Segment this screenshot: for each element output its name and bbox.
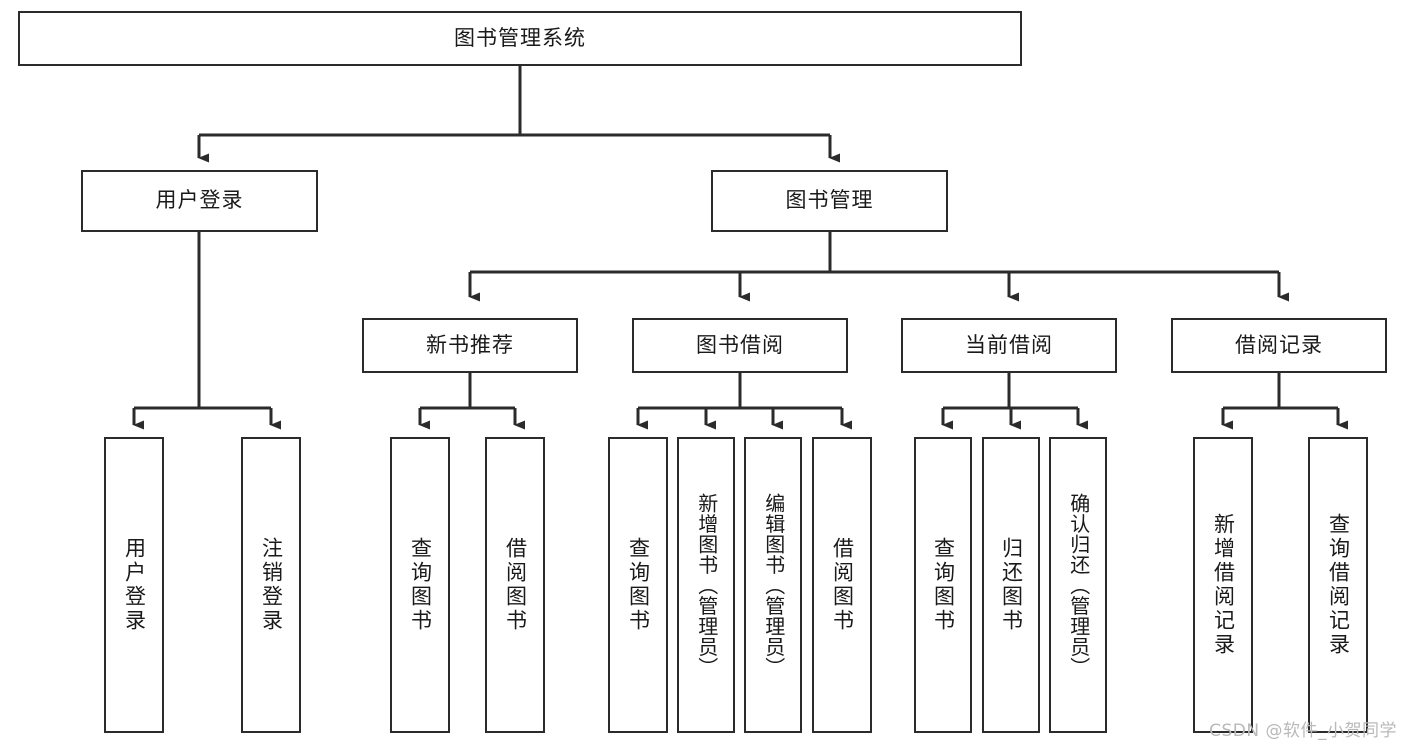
node-borrow-record[interactable]: 借阅记录 [1171,318,1387,373]
leaf-book-borrow-borrow[interactable]: 借阅图书 [812,437,872,733]
node-book-management-label: 图书管理 [785,188,874,213]
leaf-label: 用户登录 [122,537,147,633]
leaf-current-borrow-query[interactable]: 查询图书 [914,437,972,733]
leaf-new-book-borrow[interactable]: 借阅图书 [485,437,545,733]
node-new-book-recommend[interactable]: 新书推荐 [362,318,578,373]
node-user-login-label: 用户登录 [155,188,244,213]
leaf-borrow-record-query[interactable]: 查询借阅记录 [1308,437,1368,733]
node-user-login[interactable]: 用户登录 [81,170,318,232]
node-current-borrow-label: 当前借阅 [965,332,1053,357]
leaf-label: 编辑图书（管理员） [761,492,786,678]
leaf-current-borrow-return[interactable]: 归还图书 [982,437,1040,733]
leaf-book-borrow-query[interactable]: 查询图书 [608,437,668,733]
leaf-label: 归还图书 [999,537,1024,633]
leaf-label: 查询图书 [931,537,956,633]
leaf-book-borrow-add-admin[interactable]: 新增图书（管理员） [677,437,735,733]
leaf-new-book-query[interactable]: 查询图书 [390,437,450,733]
leaf-user-login-login[interactable]: 用户登录 [104,437,164,733]
node-new-book-recommend-label: 新书推荐 [426,332,514,357]
node-book-borrow[interactable]: 图书借阅 [632,318,848,373]
leaf-label: 新增借阅记录 [1211,513,1236,657]
node-root[interactable]: 图书管理系统 [18,11,1022,66]
leaf-user-login-logout[interactable]: 注销登录 [241,437,301,733]
leaf-label: 借阅图书 [503,537,528,633]
leaf-label: 查询图书 [408,537,433,633]
node-root-label: 图书管理系统 [454,25,586,50]
node-current-borrow[interactable]: 当前借阅 [901,318,1117,373]
leaf-current-borrow-confirm-admin[interactable]: 确认归还（管理员） [1049,437,1107,733]
leaf-label: 确认归还（管理员） [1066,492,1091,678]
leaf-label: 查询借阅记录 [1326,513,1351,657]
leaf-book-borrow-edit-admin[interactable]: 编辑图书（管理员） [744,437,802,733]
node-borrow-record-label: 借阅记录 [1235,332,1323,357]
leaf-label: 注销登录 [259,537,284,633]
node-book-borrow-label: 图书借阅 [696,332,784,357]
leaf-borrow-record-add[interactable]: 新增借阅记录 [1193,437,1253,733]
leaf-label: 查询图书 [626,537,651,633]
leaf-label: 借阅图书 [830,537,855,633]
leaf-label: 新增图书（管理员） [694,492,719,678]
node-book-management[interactable]: 图书管理 [711,170,948,232]
